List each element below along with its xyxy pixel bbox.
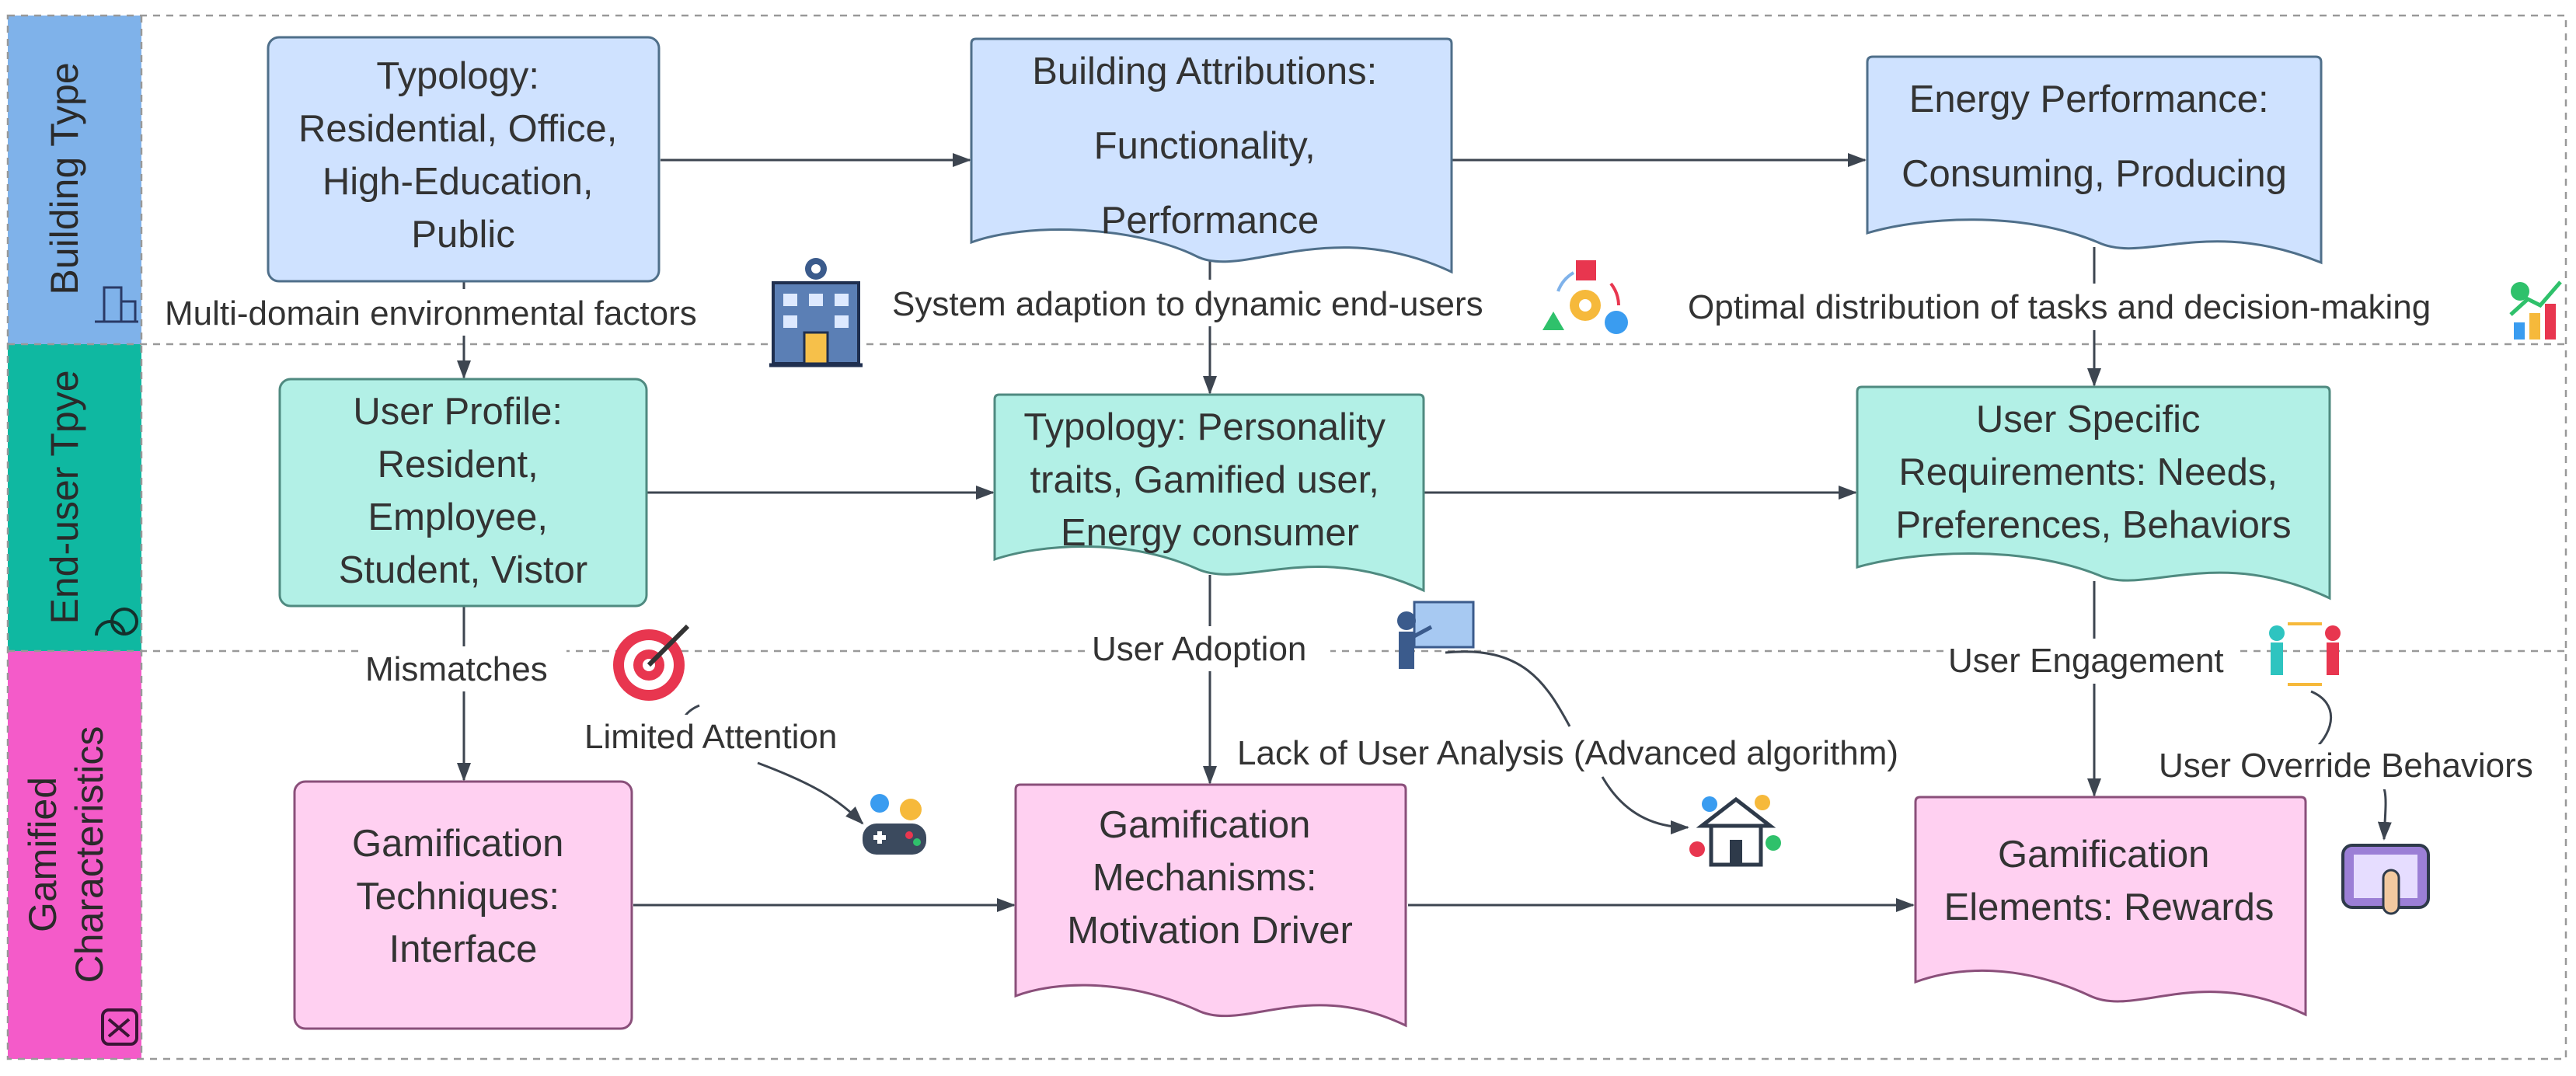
lane-title-enduser: End-user Tpye: [43, 370, 86, 624]
touch-screen-icon: [2341, 844, 2430, 915]
node-g2-line: Gamification: [1099, 804, 1310, 846]
node-u1-line: Student, Vistor: [339, 549, 588, 591]
label-lack-user-analysis: Lack of User Analysis (Advanced algorith…: [1237, 734, 1898, 772]
node-u2: Typology: Personality traits, Gamified u…: [993, 393, 1425, 593]
lane-band-enduser: [8, 344, 141, 651]
edge-labels: Multi-domain environmental factors Syste…: [163, 280, 2554, 789]
node-g1: Gamification Techniques: Interface: [293, 780, 633, 1030]
node-b1: Typology: Residential, Office, High-Educ…: [267, 36, 661, 283]
lane-band-building: [8, 16, 141, 344]
user-exchange-icon: [2269, 622, 2341, 686]
node-b1-line: High-Education,: [322, 161, 594, 203]
svg-text:Energy Performance: Cons: Energy Performance: Consuming, Producing: [1901, 78, 2287, 195]
user-icon: [95, 608, 138, 636]
node-u3: User Specific Requirements: Needs, Prefe…: [1856, 385, 2331, 601]
label-user-adoption: User Adoption: [1092, 630, 1306, 668]
node-u3-line: User Specific: [1976, 399, 2201, 440]
lane-bands: [8, 16, 141, 1059]
node-g2: Gamification Mechanisms: Motivation Driv…: [1014, 783, 1407, 1028]
node-b2: Building Attributions: Functionality, Pe…: [970, 37, 1453, 274]
node-u1-line: User Profile:: [353, 391, 563, 433]
lane-title-gamified-line2: Characteristics: [68, 726, 111, 984]
presenter-board-icon: [1397, 601, 1475, 669]
node-g2-line: Mechanisms:: [1093, 857, 1317, 899]
svg-text:Typology: Residential, O: Typology: Residential, Office, High-Educ…: [298, 55, 628, 256]
node-b1-line: Public: [411, 214, 514, 256]
lane-title-building: Building Type: [43, 62, 86, 294]
node-b3: Energy Performance: Consuming, Producing: [1866, 55, 2323, 265]
node-b3-line: Consuming, Producing: [1901, 153, 2287, 195]
node-g3-line: Gamification: [1998, 834, 2209, 876]
lane-title-gamified: Gamified: [21, 777, 64, 932]
svg-text:Gamification Mechanisms:: Gamification Mechanisms: Motivation Driv…: [1067, 804, 1353, 952]
node-b2-line: Performance: [1101, 200, 1319, 242]
game-icon: [101, 1008, 138, 1046]
node-b2-line: Functionality,: [1094, 125, 1316, 167]
node-g2-line: Motivation Driver: [1067, 910, 1353, 952]
node-u1-line: Resident,: [378, 444, 539, 486]
smart-home-icon: [1689, 795, 1781, 867]
node-u1: User Profile: Resident, Employee, Studen…: [278, 378, 648, 608]
svg-text:Gamification Elements: R: Gamification Elements: Rewards: [1944, 834, 2274, 928]
svg-text:Typology: Personality tr: Typology: Personality traits, Gamified u…: [1023, 406, 1396, 554]
target-icon: [613, 624, 690, 701]
lane-titles: Building Type End-user Tpye Gamified Cha…: [21, 62, 111, 983]
label-user-override: User Override Behaviors: [2159, 747, 2533, 785]
gamepad-reward-icon: [863, 794, 926, 855]
label-multi-domain: Multi-domain environmental factors: [165, 294, 697, 333]
node-g3: Gamification Elements: Rewards: [1914, 796, 2307, 1017]
node-u2-line: Energy consumer: [1061, 512, 1359, 554]
connectors: [457, 153, 2392, 912]
shapes-cycle-gear-icon: [1542, 260, 1628, 334]
svg-text:Gamification Techniques:: Gamification Techniques: Interface: [352, 823, 574, 970]
node-g1-line: Techniques:: [356, 876, 559, 918]
label-limited-attention: Limited Attention: [584, 718, 837, 756]
node-g1-line: Gamification: [352, 823, 563, 865]
label-mismatches: Mismatches: [365, 650, 548, 688]
node-u3-line: Preferences, Behaviors: [1895, 504, 2291, 546]
svg-text:User Specific Requiremen: User Specific Requirements: Needs, Prefe…: [1895, 399, 2291, 546]
office-building-gear-icon: [769, 258, 863, 367]
node-u3-line: Requirements: Needs,: [1898, 451, 2278, 493]
label-user-engagement: User Engagement: [1948, 642, 2224, 680]
node-u1-line: Employee,: [368, 496, 548, 538]
node-b1-line: Residential, Office,: [298, 108, 617, 150]
node-u2-line: Typology: Personality: [1023, 406, 1386, 448]
lane-band-gamified: [8, 651, 141, 1059]
building-icon: [95, 286, 138, 323]
node-b3-line: Energy Performance:: [1909, 78, 2269, 120]
chart-growth-icon: [2509, 280, 2562, 340]
label-system-adaption: System adaption to dynamic end-users: [892, 285, 1483, 323]
node-g3-line: Elements: Rewards: [1944, 886, 2274, 928]
node-u2-line: traits, Gamified user,: [1030, 459, 1379, 501]
node-b1-line: Typology:: [376, 55, 539, 97]
node-g1-line: Interface: [389, 928, 538, 970]
svg-text:Building Attributions: F: Building Attributions: Functionality, Pe…: [1032, 50, 1388, 242]
svg-text:User Profile: Resident,: User Profile: Resident, Employee, Studen…: [339, 391, 588, 591]
node-b2-line: Building Attributions:: [1032, 50, 1377, 92]
label-optimal-distribution: Optimal distribution of tasks and decisi…: [1688, 288, 2431, 326]
